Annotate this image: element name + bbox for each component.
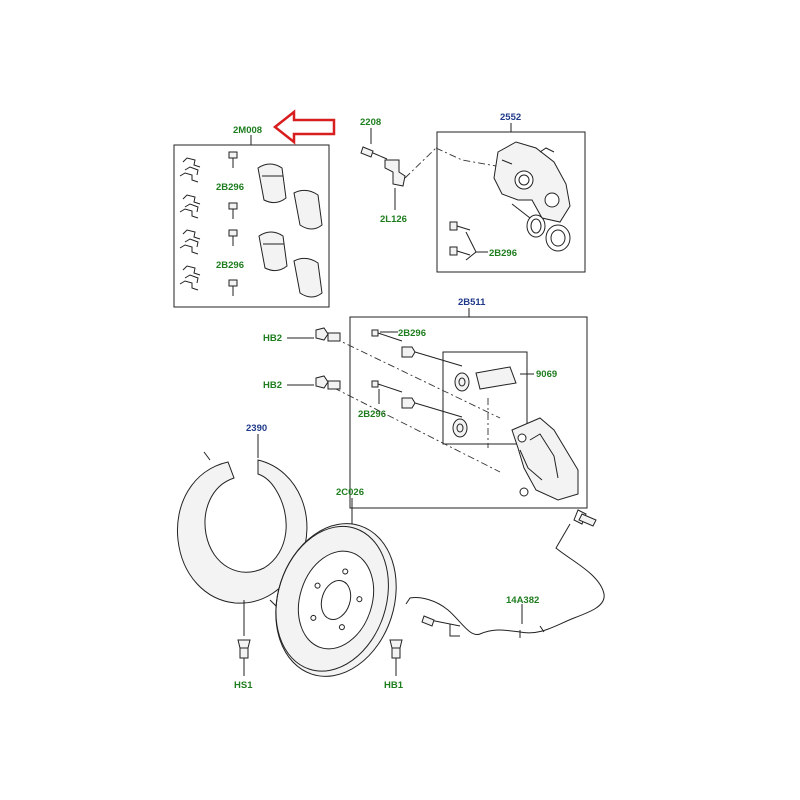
grease-label: 9069: [536, 369, 557, 380]
disc-label: 2C026: [336, 487, 364, 498]
caliper-bolts: [449, 221, 471, 256]
carrier-group: 2B511 2B296 2B296 9069: [333, 297, 588, 509]
carrier-bolt-label-bottom: 2B296: [358, 409, 386, 420]
bleed-screw-label: 2208: [360, 117, 381, 128]
sensor-label: 14A382: [506, 595, 539, 606]
carrier-bracket: [511, 417, 579, 501]
caliper-group: 2552 2B296: [435, 112, 586, 273]
pad-bolt-label-bottom: 2B296: [216, 260, 244, 271]
pad-kit-box: [173, 144, 330, 308]
caliper: [493, 141, 571, 223]
caliper-box: [436, 131, 586, 273]
pad-bolt-label-top: 2B296: [216, 182, 244, 193]
bracket-2l126: [384, 159, 406, 187]
hb1-label: HB1: [384, 680, 404, 691]
hb2-label-bottom: HB2: [263, 380, 282, 391]
shield-label: 2390: [246, 423, 267, 434]
hb2-label-top: HB2: [263, 333, 282, 344]
anti-rattle-clips: [179, 157, 201, 291]
pad-kit-label: 2M008: [233, 125, 262, 136]
brake-disc: [275, 523, 397, 677]
bracket-label: 2L126: [380, 214, 407, 225]
brake-pads: [257, 163, 323, 298]
piston-seals: [526, 214, 571, 252]
grease-sachet: [475, 366, 517, 390]
wear-sensor-group: 14A382: [405, 509, 605, 638]
guide-pins: [371, 329, 463, 418]
pad-kit-group: 2M008 2B296 2B296: [173, 109, 336, 308]
carrier-bolt-label-top: 2B296: [398, 328, 426, 339]
caliper-label: 2552: [500, 112, 521, 123]
caliper-bolt-label: 2B296: [489, 248, 517, 259]
guide-boots: [452, 372, 470, 438]
grease-box: [442, 351, 528, 445]
hb2-bolts: HB2 HB2: [263, 327, 341, 391]
carrier-label: 2B511: [458, 297, 486, 308]
brake-disc-group: 2C026 HB1: [275, 487, 404, 691]
left-arrow-icon: [272, 109, 336, 145]
bleed-screw-group: 2208 2L126: [360, 117, 437, 225]
hs1-label: HS1: [234, 680, 253, 691]
wear-sensor-cable: [405, 523, 605, 636]
pad-bolts: [228, 151, 238, 296]
bleed-screw: [360, 146, 374, 158]
carrier-box: [349, 316, 588, 509]
